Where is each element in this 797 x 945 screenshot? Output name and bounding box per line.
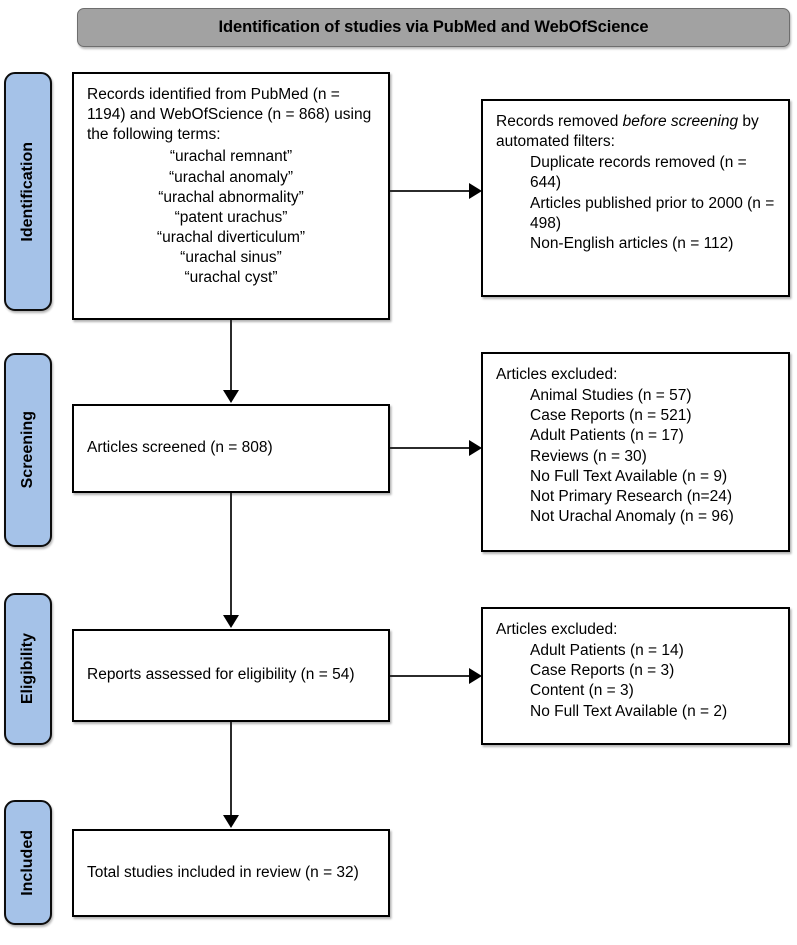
list-item: Adult Patients (n = 17)	[530, 427, 684, 445]
stage-pill-included: Included	[4, 800, 52, 925]
search-term: “urachal sinus”	[180, 249, 282, 267]
stage-label-identification: Identification	[19, 141, 36, 242]
search-term: “patent urachus”	[174, 208, 288, 226]
list-item: Not Primary Research (n=24)	[530, 487, 732, 505]
list-item: Non-English articles (n = 112)	[530, 234, 734, 252]
diagram-header-banner: Identification of studies via PubMed and…	[77, 8, 790, 47]
excluded-screening-lead: Articles excluded:	[496, 366, 618, 383]
list-item: Adult Patients (n = 14)	[530, 642, 684, 660]
search-term: “urachal anomaly”	[168, 168, 294, 186]
list-item: Not Urachal Anomaly (n = 96)	[530, 507, 734, 525]
search-term: “urachal abnormality”	[158, 188, 304, 206]
list-item: Duplicate records removed (n = 644)	[530, 154, 747, 192]
records-removed-lead-italic: before screening	[622, 113, 739, 130]
list-item: Articles published prior to 2000 (n = 49…	[530, 194, 775, 232]
list-item: Reviews (n = 30)	[530, 447, 647, 465]
box-reports-assessed-eligibility: Reports assessed for eligibility (n = 54…	[72, 629, 390, 722]
records-removed-lead: Records removed before screening by auto…	[496, 112, 775, 152]
excluded-screening-items: Animal Studies (n = 57) Case Reports (n …	[530, 386, 775, 527]
records-removed-items: Duplicate records removed (n = 644) Arti…	[530, 153, 775, 254]
connector-identified-to-removed	[390, 190, 472, 192]
stage-pill-identification: Identification	[4, 72, 52, 311]
box-total-studies-included: Total studies included in review (n = 32…	[72, 829, 390, 917]
box-articles-screened: Articles screened (n = 808)	[72, 404, 390, 493]
connector-screened-to-eligibility	[230, 493, 232, 617]
stage-pill-screening: Screening	[4, 353, 52, 547]
arrowhead-down-to-included	[223, 815, 239, 828]
list-item: Animal Studies (n = 57)	[530, 387, 692, 405]
box-articles-excluded-eligibility: Articles excluded: Adult Patients (n = 1…	[481, 607, 790, 745]
list-item: Content (n = 3)	[530, 682, 634, 700]
search-term: “urachal diverticulum”	[156, 228, 306, 246]
records-removed-lead-part2: by automated filters:	[496, 113, 759, 151]
records-identified-lead: Records identified from PubMed (n = 1194…	[87, 86, 372, 144]
arrowhead-right-to-excluded-2	[469, 668, 482, 684]
total-included-text: Total studies included in review (n = 32…	[87, 863, 359, 881]
list-item: No Full Text Available (n = 2)	[530, 702, 728, 720]
arrowhead-down-to-eligibility	[223, 615, 239, 628]
diagram-header-title: Identification of studies via PubMed and…	[218, 18, 649, 37]
stage-label-included: Included	[19, 829, 36, 896]
connector-identified-to-screened	[230, 320, 232, 392]
box-articles-excluded-screening: Articles excluded: Animal Studies (n = 5…	[481, 352, 790, 552]
connector-eligibility-to-excluded	[390, 675, 472, 677]
records-removed-lead-part1: Records removed	[496, 113, 623, 130]
search-term: “urachal cyst”	[184, 269, 278, 287]
connector-screened-to-excluded	[390, 447, 472, 449]
arrowhead-right-to-excluded	[469, 440, 482, 456]
arrowhead-down-to-screened	[223, 390, 239, 403]
stage-label-eligibility: Eligibility	[19, 633, 36, 705]
excluded-eligibility-items: Adult Patients (n = 14) Case Reports (n …	[530, 641, 775, 722]
box-records-removed: Records removed before screening by auto…	[481, 99, 790, 297]
connector-eligibility-to-included	[230, 722, 232, 817]
arrowhead-right-to-removed	[469, 183, 482, 199]
stage-pill-eligibility: Eligibility	[4, 593, 52, 745]
search-terms-list: “urachal remnant” “urachal anomaly” “ura…	[87, 147, 375, 288]
list-item: Case Reports (n = 521)	[530, 407, 692, 425]
list-item: No Full Text Available (n = 9)	[530, 467, 728, 485]
search-term: “urachal remnant”	[169, 148, 293, 166]
stage-label-screening: Screening	[19, 411, 36, 489]
reports-assessed-text: Reports assessed for eligibility (n = 54…	[87, 666, 355, 684]
list-item: Case Reports (n = 3)	[530, 662, 675, 680]
box-records-identified: Records identified from PubMed (n = 1194…	[72, 72, 390, 320]
articles-screened-text: Articles screened (n = 808)	[87, 439, 273, 457]
excluded-eligibility-lead: Articles excluded:	[496, 621, 618, 638]
